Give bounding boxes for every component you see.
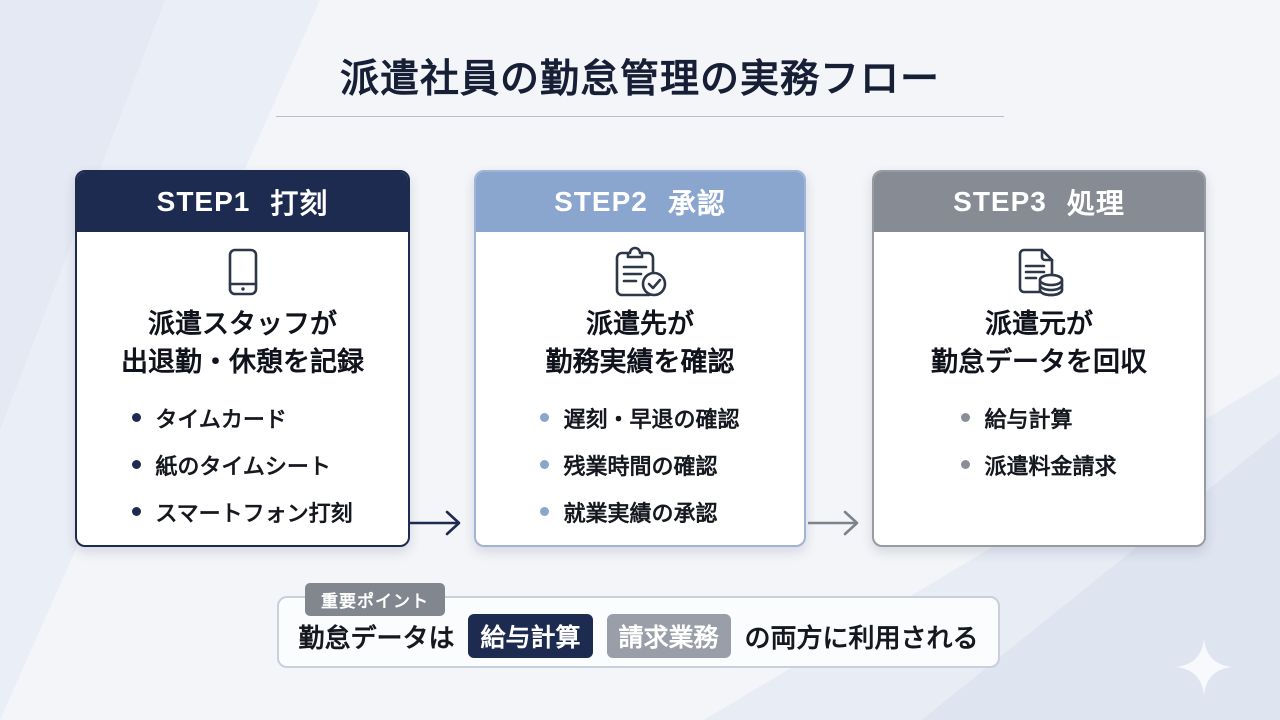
step3-title: 処理	[1066, 188, 1125, 219]
key-point-badge: 重要ポイント	[305, 583, 445, 616]
flow-diagram: STEP1 打刻 派遣スタッフが 出退勤・休憩を記録 タイムカード 紙のタイムシ…	[0, 170, 1280, 547]
list-item: スマートフォン打刻	[132, 496, 353, 528]
bullet-dot	[540, 413, 550, 423]
bullet-text: 紙のタイムシート	[155, 453, 331, 479]
step3-number: STEP3	[953, 186, 1047, 217]
document-coins-icon	[884, 246, 1194, 298]
list-item: 就業実績の承認	[540, 496, 739, 528]
step2-description: 派遣先が 勤務実績を確認	[545, 309, 735, 377]
list-item: 紙のタイムシート	[132, 449, 352, 481]
bullet-text: 就業実績の承認	[563, 500, 718, 526]
billing-tag: 請求業務	[606, 614, 731, 658]
key-point-box: 重要ポイント 勤怠データは 給与計算 請求業務 の両方に利用される	[277, 583, 1000, 668]
list-item: 残業時間の確認	[540, 449, 739, 481]
step1-header: STEP1 打刻	[77, 172, 408, 232]
step-card-3: STEP3 処理 派遣元が 勤怠データを回収 給与計算	[872, 170, 1206, 547]
clipboard-check-icon	[486, 246, 794, 298]
page-title: 派遣社員の勤怠管理の実務フロー	[339, 58, 940, 101]
step2-header: STEP2 承認	[476, 172, 804, 232]
list-item: 給与計算	[961, 402, 1116, 434]
bullet-dot	[132, 413, 142, 423]
bullet-text: 残業時間の確認	[563, 453, 718, 479]
bullet-text: 派遣料金請求	[984, 453, 1117, 479]
step-card-2: STEP2 承認 派遣先が 勤務実績を確認 遅刻・早退の確認 残業時間の確認	[474, 170, 806, 547]
note-prefix: 勤怠データは	[298, 622, 455, 653]
arrow-right-icon	[410, 510, 461, 536]
bullet-text: スマートフォン打刻	[155, 500, 353, 526]
bullet-dot	[540, 460, 550, 470]
step2-bullet-list: 遅刻・早退の確認 残業時間の確認 就業実績の承認	[540, 402, 740, 528]
step3-description: 派遣元が 勤怠データを回収	[931, 309, 1147, 377]
list-item: 遅刻・早退の確認	[540, 402, 740, 434]
bullet-text: 給与計算	[984, 406, 1073, 432]
step1-number: STEP1	[156, 186, 251, 217]
step-card-1: STEP1 打刻 派遣スタッフが 出退勤・休憩を記録 タイムカード 紙のタイムシ…	[75, 170, 410, 547]
step1-title: 打刻	[270, 188, 329, 219]
step2-title: 承認	[667, 188, 726, 219]
bullet-text: 遅刻・早退の確認	[563, 406, 740, 432]
smartphone-icon	[87, 246, 398, 298]
step3-bullet-list: 給与計算 派遣料金請求	[961, 402, 1117, 481]
title-underline	[276, 116, 1004, 117]
bullet-dot	[961, 413, 971, 423]
bullet-dot	[961, 460, 971, 470]
bullet-dot	[132, 460, 142, 470]
note-suffix: の両方に利用される	[744, 622, 979, 653]
step3-header: STEP3 処理	[874, 172, 1204, 232]
sparkle-icon	[1176, 639, 1232, 695]
payroll-tag: 給与計算	[468, 614, 593, 658]
list-item: タイムカード	[132, 402, 352, 434]
key-point-text: 勤怠データは 給与計算 請求業務 の両方に利用される	[279, 598, 998, 666]
arrow-right-icon	[808, 510, 859, 536]
step1-bullet-list: タイムカード 紙のタイムシート スマートフォン打刻	[132, 402, 353, 528]
list-item: 派遣料金請求	[961, 449, 1117, 481]
bullet-dot	[132, 507, 142, 517]
step1-description: 派遣スタッフが 出退勤・休憩を記録	[121, 309, 364, 377]
step2-number: STEP2	[554, 186, 648, 217]
bullet-text: タイムカード	[155, 406, 287, 432]
bullet-dot	[540, 507, 550, 517]
